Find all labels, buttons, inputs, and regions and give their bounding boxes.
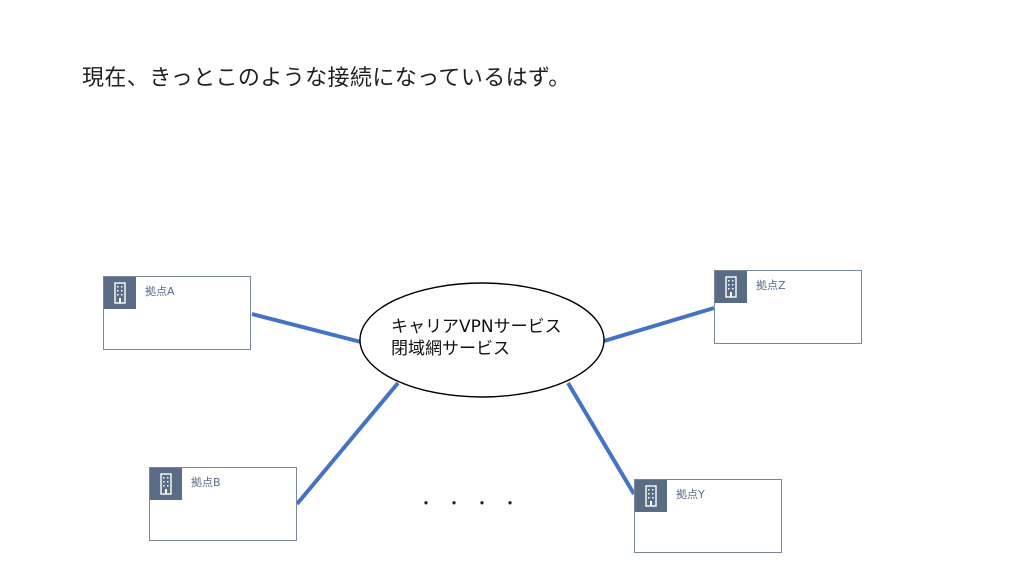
office-building-icon <box>715 271 747 303</box>
office-building-icon <box>104 277 136 309</box>
site-label-a: 拠点A <box>145 285 175 298</box>
site-box-y: 拠点Y <box>634 479 782 553</box>
carrier-vpn-cloud <box>359 282 605 398</box>
page-title: 現在、きっとこのような接続になっているはず。 <box>82 66 571 91</box>
site-label-z: 拠点Z <box>756 279 786 292</box>
connection-site-a <box>251 312 362 344</box>
site-label-y: 拠点Y <box>676 488 705 501</box>
connection-site-z <box>603 306 715 343</box>
office-building-icon <box>150 468 182 500</box>
center-node-label: キャリアVPNサービス 閉域網サービス <box>391 316 562 360</box>
connection-site-b <box>295 381 400 506</box>
site-box-b: 拠点B <box>149 467 297 541</box>
site-box-a: 拠点A <box>103 276 251 350</box>
site-box-z: 拠点Z <box>714 270 862 344</box>
office-building-icon <box>635 480 667 512</box>
more-sites-ellipsis: ・・・・ <box>418 494 531 513</box>
site-label-b: 拠点B <box>191 476 221 489</box>
connection-site-y <box>566 381 636 496</box>
center-node-line-1: キャリアVPNサービス <box>391 317 562 337</box>
center-node-line-2: 閉域網サービス <box>391 339 510 359</box>
